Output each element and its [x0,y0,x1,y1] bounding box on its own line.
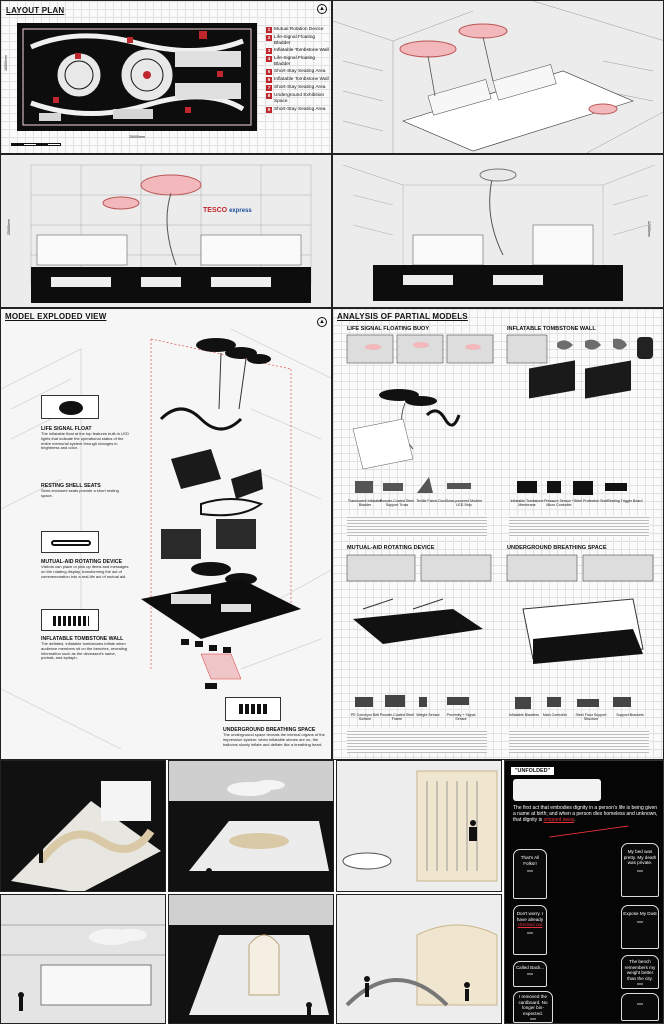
north-arrow-icon: ▲ [317,4,327,14]
caption-underground: UNDERGROUND BREATHING SPACE The undergro… [223,727,325,747]
tombstone-card: Don't worry. I have already checked out … [513,905,547,955]
section-left-drawing [30,164,312,303]
float-thumbnail [41,395,99,419]
tombstone-card: That's All Folks!! xxx [513,849,547,899]
underground-thumbnail [225,697,281,721]
rotating-thumbnail [41,531,99,553]
component-label: Seating Trigger Board [607,499,643,503]
caption-resting-seats: RESTING SHELL SEATS Semi-enclosed seats … [41,483,119,498]
component-label: Pressure Sensor + Micro Controller [544,499,574,508]
tombstone-card: Called Back... xxx [513,961,547,987]
aerial-sketch-drawing [333,1,663,153]
section-elevation-left: TESCO express 25000mm [0,154,332,308]
component-label: Translucent Inflatable Bladder [347,499,383,508]
component-label: Support Brackets [616,713,644,717]
site-plan-drawing [17,23,257,131]
north-arrow-icon: ▲ [317,317,327,327]
epitaph-intro: The first act that embodies dignity in a… [513,805,658,824]
tombstone-card: The bench remembers my weight better tha… [621,955,659,989]
aerial-perspective-sketch [332,0,664,154]
component-label: Powder-Coated Steel Support Truss [379,499,415,508]
render-view-1 [0,760,166,892]
caption-life-signal: LIFE SIGNAL FLOAT The inflatable float a… [41,426,129,451]
component-label: Textile Fabric Duct [416,499,446,503]
analysis-underground-title: UNDERGROUND BREATHING SPACE [507,545,607,551]
scale-bar [11,143,61,146]
description-text-block [509,729,649,753]
section-elevation-right: 12000mm [332,154,664,308]
component-label: Steel Protective Shell [573,499,609,503]
description-text-block [509,515,649,537]
component-label: Steel Floor Support Structure [575,713,607,722]
section-dimension-right: 12000mm [647,221,651,237]
unfolded-heading: "UNFOLDED" [511,767,555,775]
component-label: Main Controller [542,713,568,717]
analysis-drawings [346,334,654,709]
description-text-block [347,515,487,537]
component-label: PE Conveyor Belt Surface [350,713,380,722]
analysis-title: ANALYSIS OF PARTIAL MODELS [337,312,468,321]
component-label: Inflatable Bladders [509,713,539,717]
section-right-drawing [342,164,656,301]
plan-side-dimension: 18000mm [4,55,8,71]
store-sign: TESCO express [203,207,252,214]
render-view-4 [0,894,166,1024]
analysis-rotating-title: MUTUAL-AID ROTATING DEVICE [347,545,435,551]
exploded-axonometric-drawing [1,328,331,750]
component-label: Proximity + Signal Sensor [446,713,476,722]
tombstone-card: xxx [621,993,659,1021]
render-view-5 [168,894,334,1024]
section-dimension-left: 25000mm [7,219,11,235]
layout-plan-title: LAYOUT PLAN [6,6,65,15]
component-label: Solar-powered Modern LED Strip [445,499,483,508]
analysis-panel: ANALYSIS OF PARTIAL MODELS LIFE SIGNAL F… [332,308,664,760]
tombstone-thumbnail [41,609,99,631]
caption-rotating-device: MUTUAL-AID ROTATING DEVICE Visitors can … [41,559,129,579]
tombstone-card: Expose My Dust xxx [621,905,659,949]
render-view-2 [168,760,334,892]
exploded-view-panel: MODEL EXPLODED VIEW ▲ LIFE SIGNAL FLOAT … [0,308,332,760]
tombstone-card: My bed was pretty. My death was private.… [621,843,659,897]
component-label: Inflatable Tombstone Membrane [510,499,544,508]
component-label: Powder-Coated Steel Frame [379,713,415,722]
caption-tombstone-wall: INFLATABLE TOMBSTONE WALL The deflated, … [41,636,128,661]
pointer-line [549,825,629,838]
component-label: Weight Sensor [416,713,440,717]
analysis-buoy-title: LIFE SIGNAL FLOATING BUOY [347,326,430,332]
tombstone-card: I removed the cardboard. No longer bin-e… [513,991,553,1023]
intro-illustration [513,779,601,801]
exploded-view-title: MODEL EXPLODED VIEW [5,312,107,321]
render-view-3 [336,760,502,892]
analysis-tombstone-title: INFLATABLE TOMBSTONE WALL [507,326,596,332]
description-text-block [347,729,487,753]
epitaph-panel: "UNFOLDED" The first act that embodies d… [504,760,664,1024]
plan-scale-label: 25000mm [129,135,145,139]
render-view-6 [336,894,502,1024]
